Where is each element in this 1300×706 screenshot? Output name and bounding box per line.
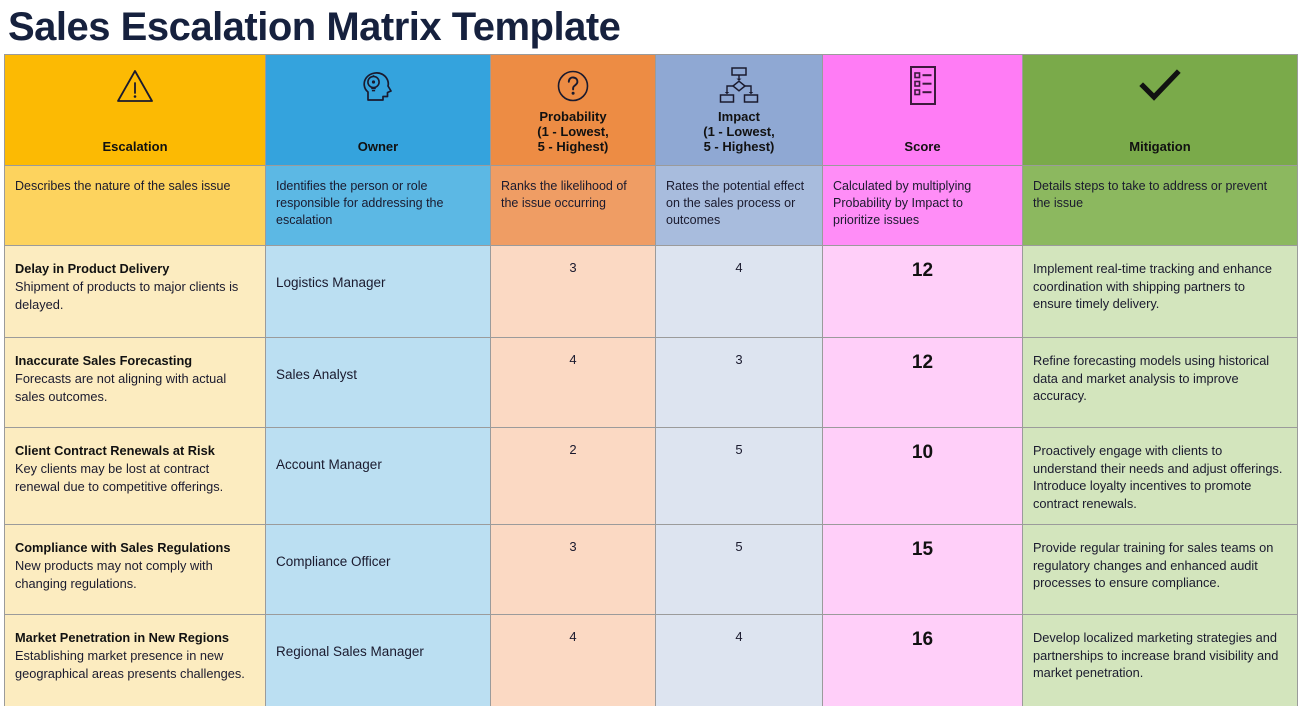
column-header-escalation-label: Escalation [102, 139, 168, 154]
table-row: Delay in Product Delivery Shipment of pr… [4, 245, 1298, 338]
cell-owner: Logistics Manager [265, 245, 491, 338]
escalation-title: Delay in Product Delivery [15, 261, 170, 276]
table-row: Client Contract Renewals at Risk Key cli… [4, 427, 1298, 525]
description-owner: Identifies the person or role responsibl… [265, 165, 491, 246]
escalation-title: Client Contract Renewals at Risk [15, 443, 215, 458]
mitigation-value: Proactively engage with clients to under… [1033, 443, 1283, 511]
escalation-description: Forecasts are not aligning with actual s… [15, 371, 227, 404]
cell-escalation: Market Penetration in New Regions Establ… [4, 614, 266, 706]
column-header-impact[interactable]: Impact (1 - Lowest, 5 - Highest) [655, 54, 823, 166]
cell-probability: 2 [490, 427, 656, 525]
cell-probability: 3 [490, 245, 656, 338]
cell-score: 12 [822, 245, 1023, 338]
cell-owner: Compliance Officer [265, 524, 491, 615]
cell-escalation: Client Contract Renewals at Risk Key cli… [4, 427, 266, 525]
cell-escalation: Delay in Product Delivery Shipment of pr… [4, 245, 266, 338]
escalation-title: Market Penetration in New Regions [15, 630, 230, 645]
cell-score: 15 [822, 524, 1023, 615]
cell-impact: 5 [655, 427, 823, 525]
cell-impact: 4 [655, 614, 823, 706]
escalation-title: Compliance with Sales Regulations [15, 540, 231, 555]
cell-mitigation: Refine forecasting models using historic… [1022, 337, 1298, 428]
escalation-description: Shipment of products to major clients is… [15, 279, 239, 312]
escalation-description: Establishing market presence in new geog… [15, 648, 245, 681]
cell-owner: Sales Analyst [265, 337, 491, 428]
owner-value: Logistics Manager [276, 275, 386, 290]
owner-value: Sales Analyst [276, 367, 358, 382]
cell-impact: 5 [655, 524, 823, 615]
table-description-row: Describes the nature of the sales issue … [4, 165, 1298, 246]
description-mitigation: Details steps to take to address or prev… [1022, 165, 1298, 246]
escalation-description: New products may not comply with changin… [15, 558, 213, 591]
mitigation-value: Implement real-time tracking and enhance… [1033, 261, 1272, 311]
escalation-title: Inaccurate Sales Forecasting [15, 353, 193, 368]
cell-probability: 3 [490, 524, 656, 615]
cell-mitigation: Implement real-time tracking and enhance… [1022, 245, 1298, 338]
page-title: Sales Escalation Matrix Template [8, 5, 621, 49]
owner-value: Compliance Officer [276, 554, 391, 569]
column-header-score-label: Score [904, 139, 941, 154]
description-probability: Ranks the likelihood of the issue occurr… [490, 165, 656, 246]
description-impact: Rates the potential effect on the sales … [655, 165, 823, 246]
cell-escalation: Compliance with Sales Regulations New pr… [4, 524, 266, 615]
cell-probability: 4 [490, 614, 656, 706]
description-score: Calculated by multiplying Probability by… [822, 165, 1023, 246]
head-lightbulb-icon [358, 63, 398, 109]
cell-mitigation: Develop localized marketing strategies a… [1022, 614, 1298, 706]
cell-score: 10 [822, 427, 1023, 525]
cell-mitigation: Proactively engage with clients to under… [1022, 427, 1298, 525]
column-header-owner-label: Owner [357, 139, 399, 154]
column-header-mitigation-label: Mitigation [1129, 139, 1191, 154]
mitigation-value: Develop localized marketing strategies a… [1033, 630, 1279, 680]
table-row: Market Penetration in New Regions Establ… [4, 614, 1298, 706]
mitigation-value: Provide regular training for sales teams… [1033, 540, 1274, 590]
cell-owner: Account Manager [265, 427, 491, 525]
table-row: Compliance with Sales Regulations New pr… [4, 524, 1298, 615]
mitigation-value: Refine forecasting models using historic… [1033, 353, 1270, 403]
checklist-icon [906, 63, 940, 109]
cell-impact: 3 [655, 337, 823, 428]
owner-value: Account Manager [276, 457, 382, 472]
description-escalation: Describes the nature of the sales issue [4, 165, 266, 246]
column-header-score[interactable]: Score [822, 54, 1023, 166]
cell-owner: Regional Sales Manager [265, 614, 491, 706]
cell-score: 16 [822, 614, 1023, 706]
column-header-owner[interactable]: Owner [265, 54, 491, 166]
column-header-probability[interactable]: Probability (1 - Lowest, 5 - Highest) [490, 54, 656, 166]
column-header-mitigation[interactable]: Mitigation [1022, 54, 1298, 166]
column-header-escalation[interactable]: Escalation [4, 54, 266, 166]
escalation-matrix-table: Escalation Owner [4, 54, 1298, 706]
warning-triangle-icon [115, 63, 155, 109]
cell-mitigation: Provide regular training for sales teams… [1022, 524, 1298, 615]
column-header-impact-label: Impact (1 - Lowest, 5 - Highest) [703, 109, 775, 154]
escalation-description: Key clients may be lost at contract rene… [15, 461, 224, 494]
cell-score: 12 [822, 337, 1023, 428]
table-header-row: Escalation Owner [4, 54, 1298, 166]
table-row: Inaccurate Sales Forecasting Forecasts a… [4, 337, 1298, 428]
column-header-probability-label: Probability (1 - Lowest, 5 - Highest) [537, 109, 609, 154]
cell-escalation: Inaccurate Sales Forecasting Forecasts a… [4, 337, 266, 428]
flowchart-icon [716, 63, 762, 109]
checkmark-icon [1138, 63, 1182, 109]
question-mark-circle-icon [555, 63, 591, 109]
owner-value: Regional Sales Manager [276, 644, 424, 659]
cell-impact: 4 [655, 245, 823, 338]
cell-probability: 4 [490, 337, 656, 428]
